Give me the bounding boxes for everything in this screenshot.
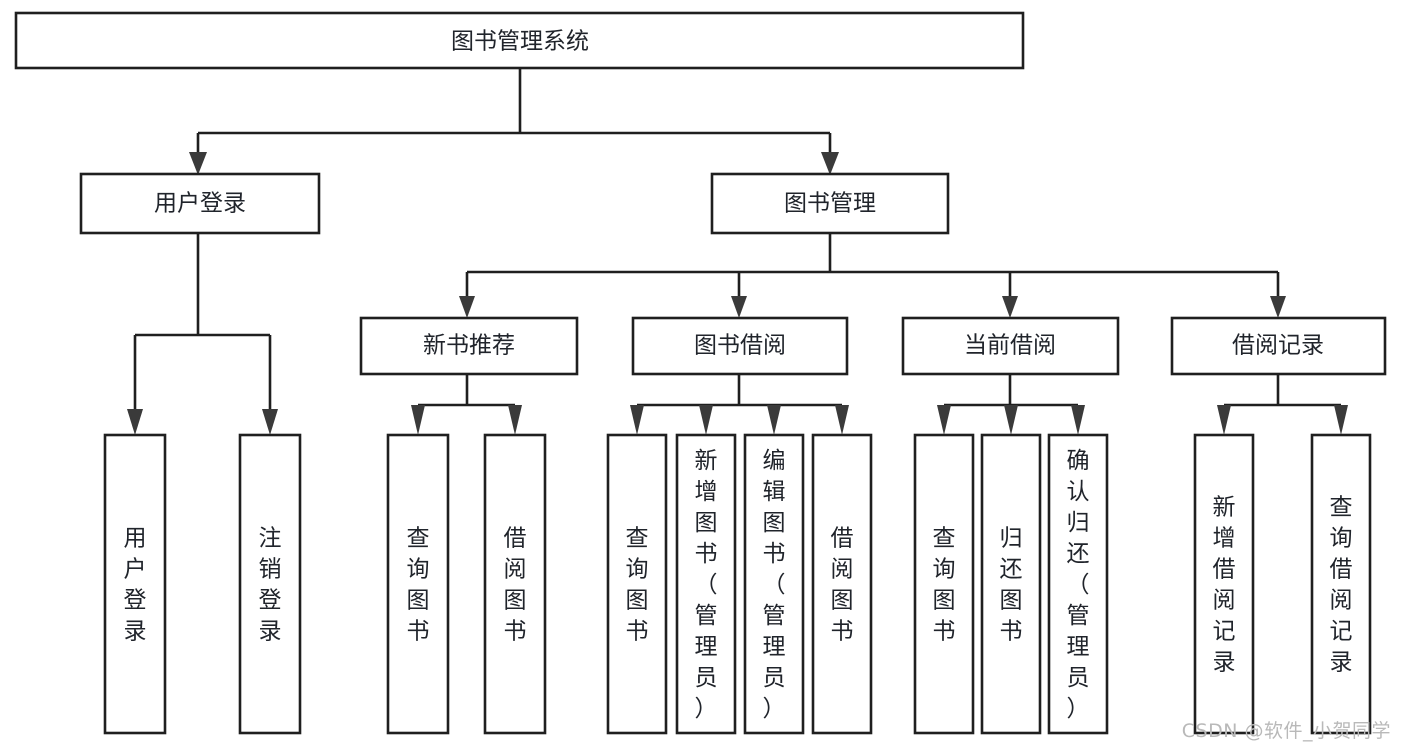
arrowhead-leaf-confirm-return xyxy=(1071,405,1085,435)
arrowhead-leaf-user-login xyxy=(127,409,143,435)
leaf-return-book-label: 归还图书 xyxy=(1000,526,1023,645)
leaf-query-book-2[interactable]: 查询图书 xyxy=(606,433,668,735)
leaf-user-login[interactable]: 用户登录 xyxy=(103,433,167,735)
leaf-confirm-return-label: 确认归还（管理员） xyxy=(1067,448,1090,722)
arrowhead-user-login xyxy=(189,152,207,175)
leaf-return-book-box[interactable] xyxy=(980,433,1042,735)
leaf-query-book-2-box[interactable] xyxy=(606,433,668,735)
node-book-manage-box[interactable] xyxy=(710,172,950,235)
leaf-confirm-return[interactable]: 确认归还（管理员） xyxy=(1047,433,1109,735)
arrowhead-leaf-query-book-1 xyxy=(411,405,425,435)
leaf-add-record-label: 新增借阅记录 xyxy=(1213,495,1236,676)
leaf-add-record-box[interactable] xyxy=(1193,433,1255,735)
leaf-borrow-book-2[interactable]: 借阅图书 xyxy=(811,433,873,735)
arrowhead-leaf-logout xyxy=(262,409,278,435)
node-borrow-record-label: 借阅记录 xyxy=(1232,333,1324,359)
node-root-box[interactable] xyxy=(14,11,1025,70)
leaf-query-book-1[interactable]: 查询图书 xyxy=(386,433,450,735)
arrowhead-current-borrow xyxy=(1002,296,1018,318)
leaf-query-book-3-box[interactable] xyxy=(913,433,975,735)
arrowhead-leaf-add-book xyxy=(699,405,713,435)
connector-layer xyxy=(127,68,1348,435)
arrowhead-leaf-return-book xyxy=(1004,405,1018,435)
leaf-user-login-box[interactable] xyxy=(103,433,167,735)
leaf-query-record-box[interactable] xyxy=(1310,433,1372,735)
leaf-borrow-book-1-box[interactable] xyxy=(483,433,547,735)
leaf-edit-book[interactable]: 编辑图书（管理员） xyxy=(743,433,805,735)
node-current-borrow-box[interactable] xyxy=(901,316,1120,376)
leaf-add-record[interactable]: 新增借阅记录 xyxy=(1193,433,1255,735)
arrowhead-leaf-borrow-book-1 xyxy=(508,405,522,435)
arrowhead-new-book-rec xyxy=(459,296,475,318)
node-book-borrow-box[interactable] xyxy=(631,316,849,376)
node-new-book-rec-box[interactable] xyxy=(359,316,579,376)
leaf-query-book-1-box[interactable] xyxy=(386,433,450,735)
leaf-query-book-1-label: 查询图书 xyxy=(407,526,430,645)
leaf-logout-label: 注销登录 xyxy=(259,526,282,645)
leaf-borrow-book-1[interactable]: 借阅图书 xyxy=(483,433,547,735)
leaf-query-record-label: 查询借阅记录 xyxy=(1330,495,1353,676)
leaf-query-record[interactable]: 查询借阅记录 xyxy=(1310,433,1372,735)
leaf-edit-book-box[interactable] xyxy=(743,433,805,735)
node-book-borrow[interactable]: 图书借阅 xyxy=(631,316,849,376)
leaf-add-book-box[interactable] xyxy=(675,433,737,735)
leaf-borrow-book-2-box[interactable] xyxy=(811,433,873,735)
node-current-borrow-label: 当前借阅 xyxy=(964,333,1056,359)
arrowhead-book-borrow xyxy=(731,296,747,318)
leaf-query-book-3-label: 查询图书 xyxy=(933,526,956,645)
leaf-query-book-2-label: 查询图书 xyxy=(626,526,649,645)
leaf-edit-book-label: 编辑图书（管理员） xyxy=(763,448,786,722)
node-new-book-rec[interactable]: 新书推荐 xyxy=(359,316,579,376)
arrowhead-leaf-borrow-book-2 xyxy=(835,405,849,435)
node-borrow-record-box[interactable] xyxy=(1170,316,1387,376)
node-user-login-label: 用户登录 xyxy=(154,191,246,217)
arrowhead-leaf-query-book-3 xyxy=(937,405,951,435)
node-book-manage[interactable]: 图书管理 xyxy=(710,172,950,235)
node-root-label: 图书管理系统 xyxy=(451,29,589,55)
leaf-return-book[interactable]: 归还图书 xyxy=(980,433,1042,735)
leaf-confirm-return-box[interactable] xyxy=(1047,433,1109,735)
leaf-user-login-label: 用户登录 xyxy=(124,526,147,645)
arrowhead-book-manage xyxy=(821,152,839,175)
arrowhead-leaf-query-record xyxy=(1334,405,1348,435)
node-borrow-record[interactable]: 借阅记录 xyxy=(1170,316,1387,376)
arrowhead-leaf-edit-book xyxy=(767,405,781,435)
leaf-logout-box[interactable] xyxy=(238,433,302,735)
arrowhead-leaf-query-book-2 xyxy=(630,405,644,435)
leaf-borrow-book-1-label: 借阅图书 xyxy=(504,526,527,645)
arrowhead-borrow-record xyxy=(1270,296,1286,318)
leaf-add-book[interactable]: 新增图书（管理员） xyxy=(675,433,737,735)
leaf-query-book-3[interactable]: 查询图书 xyxy=(913,433,975,735)
node-book-borrow-label: 图书借阅 xyxy=(694,333,786,359)
leaf-logout[interactable]: 注销登录 xyxy=(238,433,302,735)
leaf-borrow-book-2-label: 借阅图书 xyxy=(831,526,854,645)
node-current-borrow[interactable]: 当前借阅 xyxy=(901,316,1120,376)
csdn-watermark: CSDN @软件_小贺同学 xyxy=(1181,720,1391,742)
leaf-add-book-label: 新增图书（管理员） xyxy=(695,448,718,722)
arrowhead-leaf-add-record xyxy=(1217,405,1231,435)
node-book-manage-label: 图书管理 xyxy=(784,191,876,217)
node-root[interactable]: 图书管理系统 xyxy=(14,11,1025,70)
node-new-book-rec-label: 新书推荐 xyxy=(423,333,515,359)
node-user-login-box[interactable] xyxy=(79,172,321,235)
node-user-login[interactable]: 用户登录 xyxy=(79,172,321,235)
